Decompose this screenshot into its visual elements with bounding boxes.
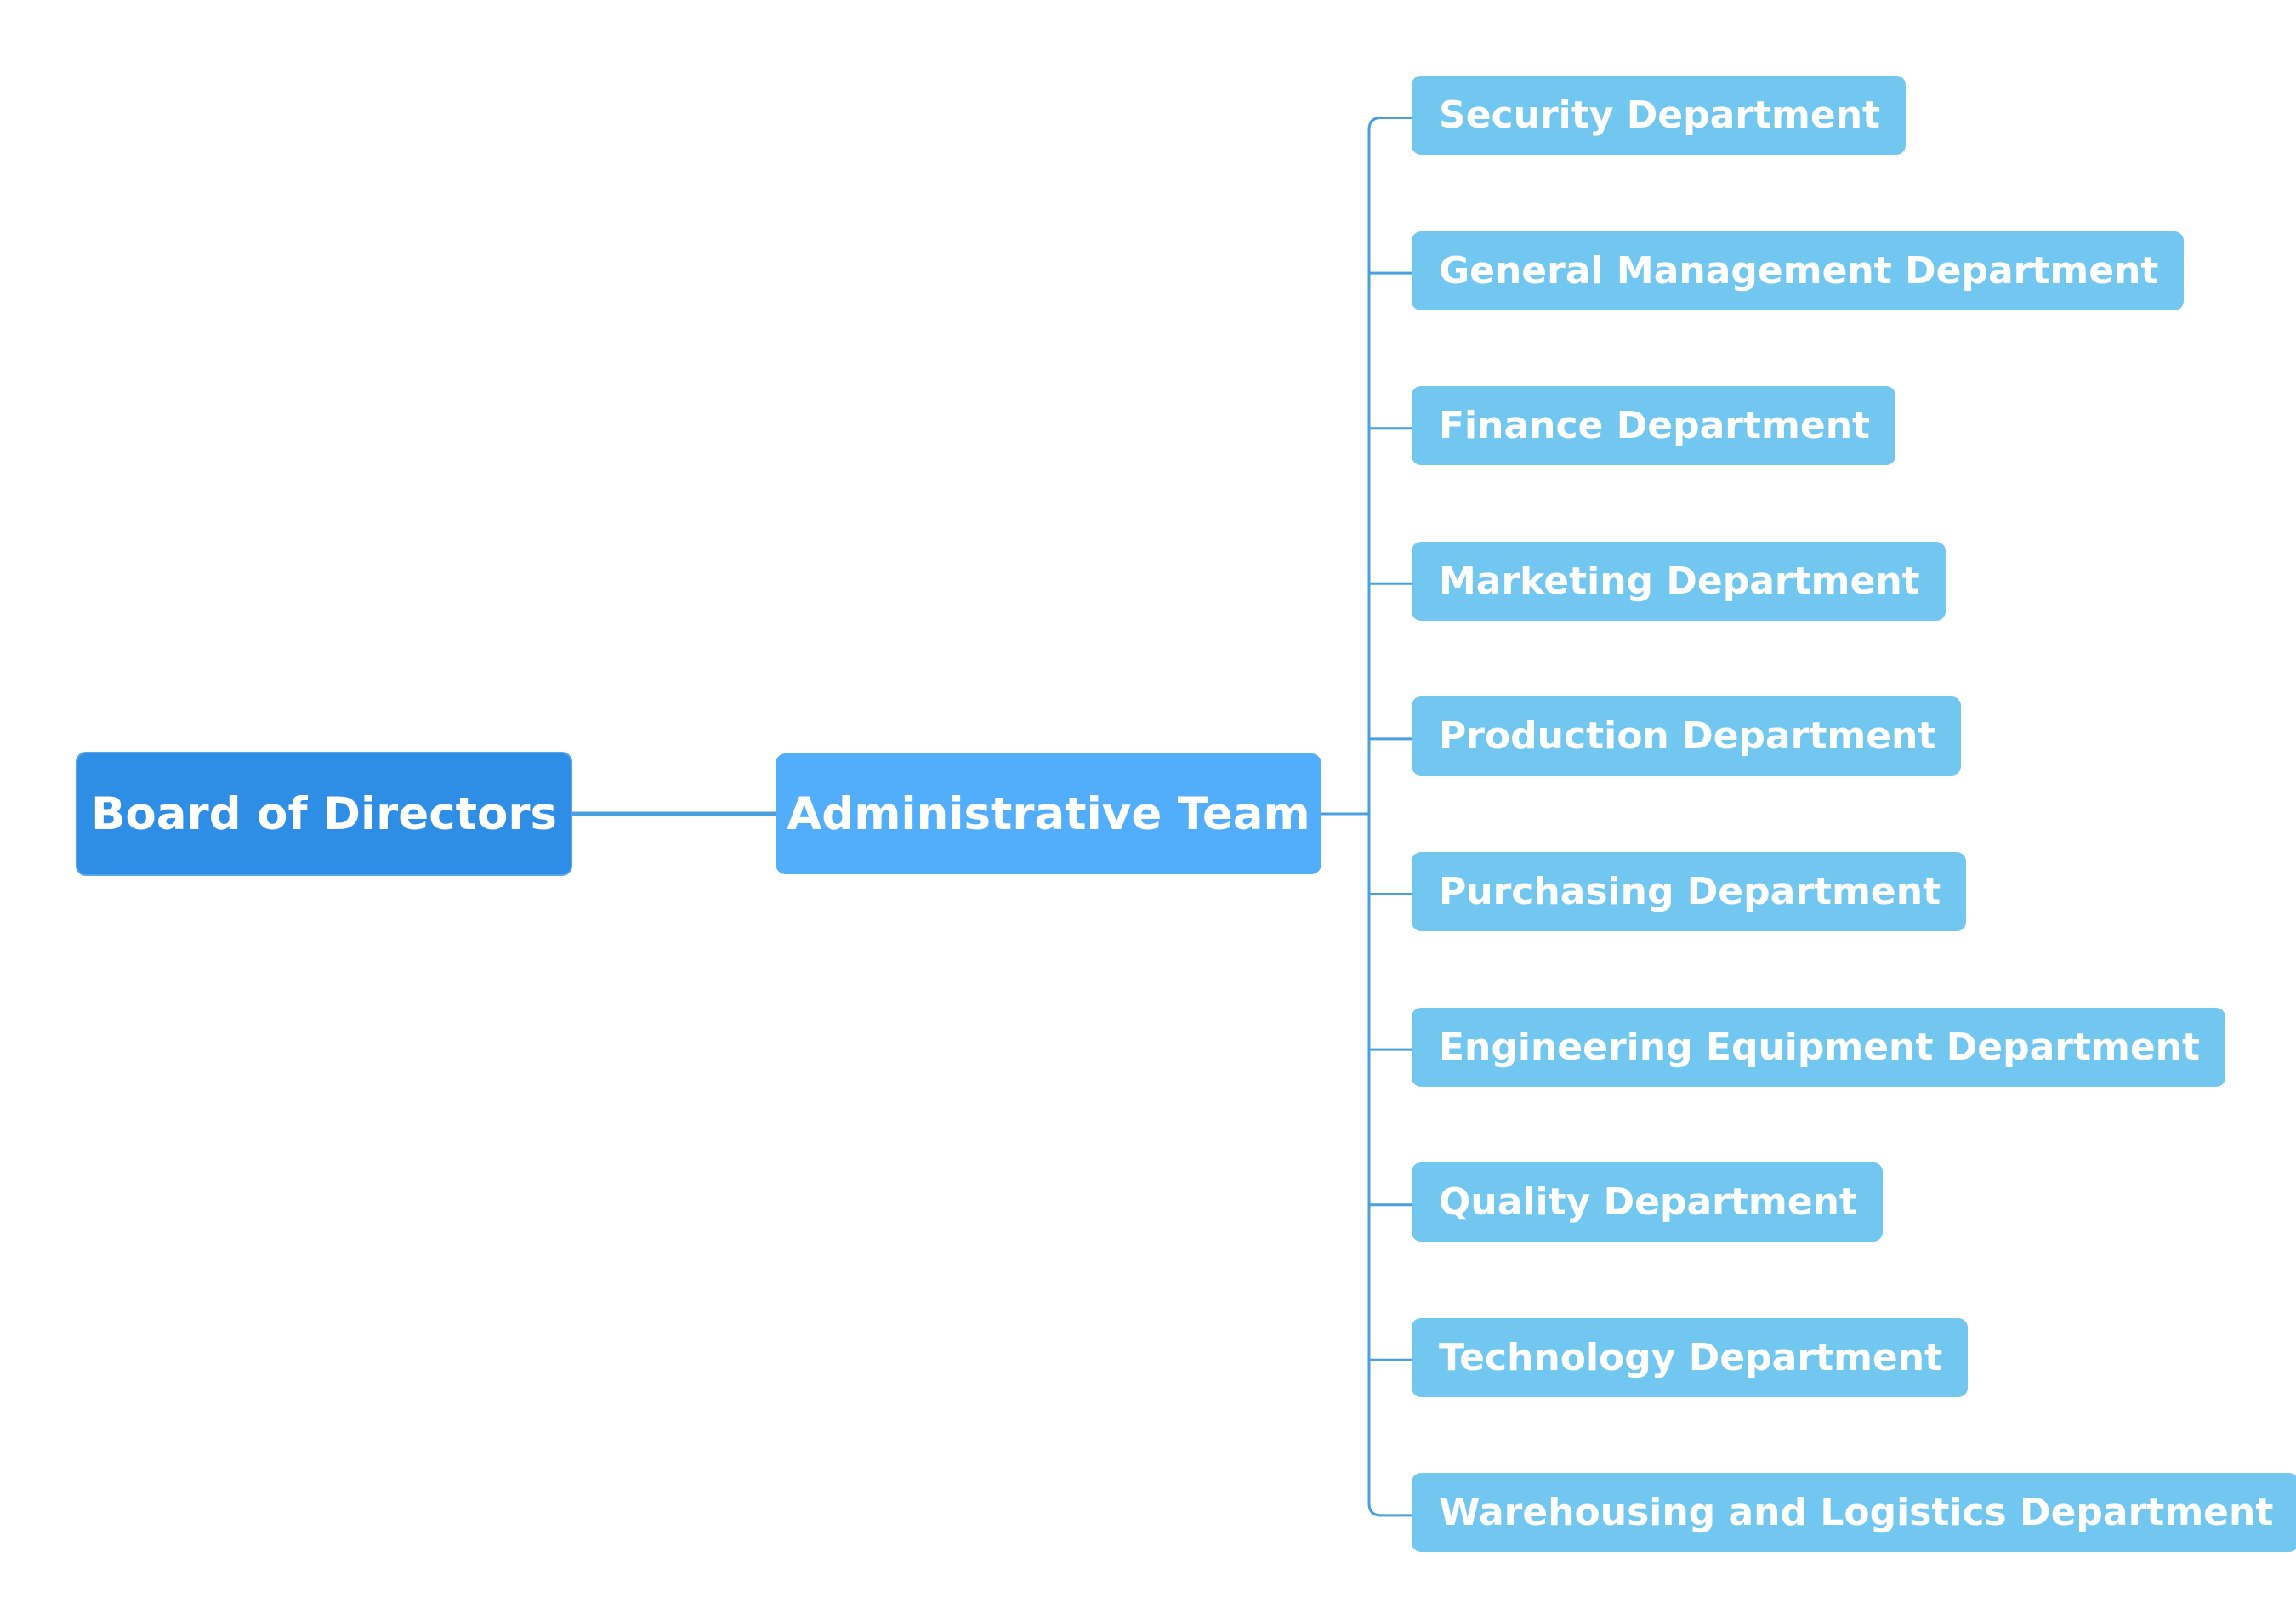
department-spine-connector bbox=[1367, 117, 1383, 1517]
administrative-team-node[interactable]: Administrative Team bbox=[776, 753, 1321, 874]
department-label: Purchasing Department bbox=[1439, 870, 1941, 913]
department-label: Marketing Department bbox=[1439, 559, 1920, 603]
department-node[interactable]: Quality Department bbox=[1412, 1162, 1883, 1242]
department-node[interactable]: Finance Department bbox=[1412, 386, 1896, 466]
department-label: General Management Department bbox=[1439, 248, 2159, 293]
department-label: Security Department bbox=[1439, 94, 1881, 137]
department-node[interactable]: General Management Department bbox=[1412, 230, 2185, 310]
board-of-directors-label: Board of Directors bbox=[90, 787, 558, 840]
department-label: Engineering Equipment Department bbox=[1439, 1025, 2201, 1069]
department-node[interactable]: Technology Department bbox=[1412, 1317, 1969, 1397]
department-label: Quality Department bbox=[1439, 1180, 1857, 1225]
department-node[interactable]: Warehousing and Logistics Department bbox=[1412, 1473, 2296, 1553]
department-node[interactable]: Purchasing Department bbox=[1412, 852, 1967, 931]
department-node[interactable]: Marketing Department bbox=[1412, 541, 1946, 621]
department-node[interactable]: Production Department bbox=[1412, 696, 1962, 776]
department-node[interactable]: Engineering Equipment Department bbox=[1412, 1007, 2226, 1087]
board-of-directors-node[interactable]: Board of Directors bbox=[76, 752, 572, 876]
department-node[interactable]: Security Department bbox=[1412, 76, 1907, 155]
department-label: Technology Department bbox=[1439, 1335, 1943, 1379]
department-label: Warehousing and Logistics Department bbox=[1439, 1491, 2274, 1535]
administrative-team-label: Administrative Team bbox=[787, 787, 1310, 840]
department-label: Production Department bbox=[1439, 714, 1936, 759]
department-label: Finance Department bbox=[1439, 404, 1871, 448]
